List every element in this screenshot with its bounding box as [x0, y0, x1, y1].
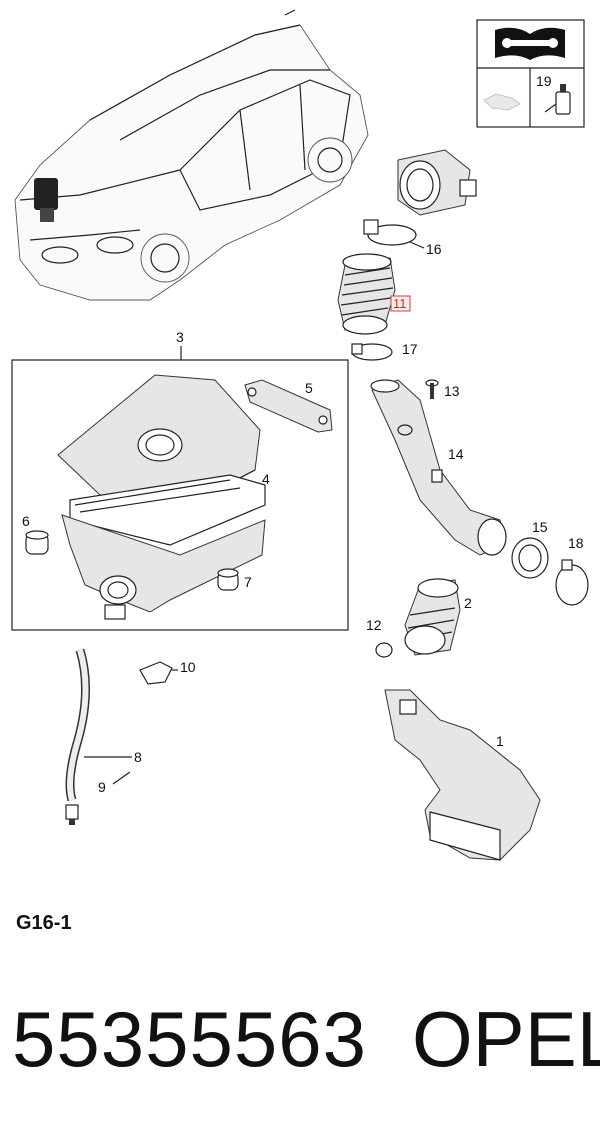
drain-tube-8: 8 [65, 648, 142, 802]
part-number: 55355563 [12, 995, 368, 1083]
callout-4: 4 [262, 471, 270, 487]
diagram-code: G16-1 [16, 912, 72, 934]
hose-clamp-18: 18 [555, 535, 589, 606]
callout-7: 7 [244, 574, 252, 590]
callout-2: 2 [464, 595, 472, 611]
callout-16: 16 [426, 241, 442, 257]
callout-11: 11 [393, 296, 407, 311]
intake-hose-11: 11 [337, 253, 411, 335]
sensor-icon [544, 84, 571, 115]
callout-10: 10 [180, 659, 196, 675]
car-illustration [14, 9, 369, 301]
callout-6: 6 [22, 513, 30, 529]
callout-14: 14 [448, 446, 464, 462]
parts-diagram: 19 3 4 5 6 7 [11, 9, 589, 861]
drain-valve-9: 9 [65, 771, 131, 825]
seal-ring-15: 15 [511, 519, 549, 579]
callout-1: 1 [496, 733, 504, 749]
intake-pipe-14: 14 [370, 379, 507, 556]
callout-9: 9 [98, 779, 106, 795]
bolt-13: 13 [425, 379, 460, 399]
air-flow-meter [397, 149, 477, 216]
callout-19: 19 [536, 73, 552, 89]
air-cleaner-group: 3 4 5 6 7 [11, 329, 349, 631]
callout-8: 8 [134, 749, 142, 765]
hose-clamp-16: 16 [363, 219, 442, 257]
callout-5: 5 [305, 380, 313, 396]
air-duct-1: 1 [384, 689, 541, 861]
callout-18: 18 [568, 535, 584, 551]
callout-12: 12 [366, 617, 382, 633]
hose-clamp-17: 17 [351, 341, 418, 361]
callout-17: 17 [402, 341, 418, 357]
brand-name: OPEL [412, 995, 600, 1083]
elbow-hose-2: 2 [404, 578, 472, 656]
callout-13: 13 [444, 383, 460, 399]
clip-10: 10 [139, 659, 196, 685]
manual-wrench-icon [495, 27, 565, 60]
callout-3: 3 [176, 329, 184, 345]
highlighted-callout-box [390, 295, 411, 312]
icon-legend-box: 19 [476, 19, 585, 128]
callout-15: 15 [532, 519, 548, 535]
grommet-12: 12 [366, 617, 393, 658]
